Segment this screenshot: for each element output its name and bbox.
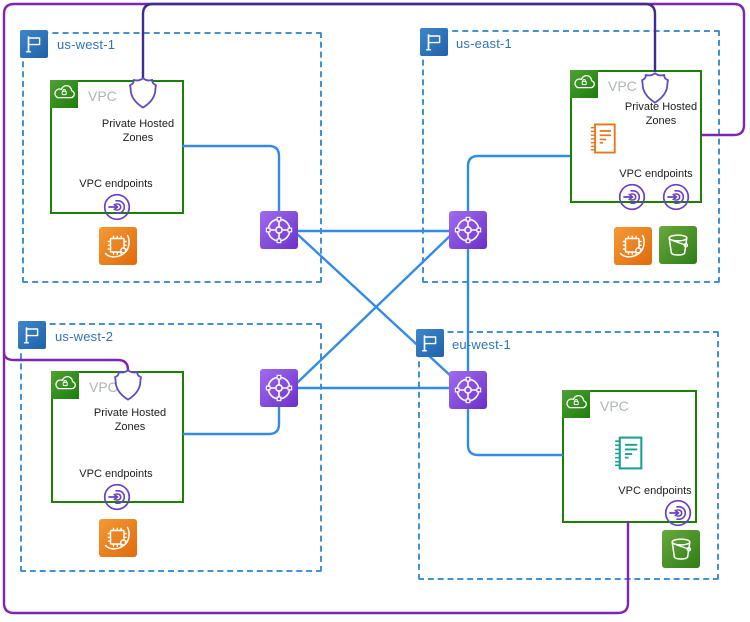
vpc-label: VPC [608, 78, 637, 94]
endpoint-arrow-icon [618, 183, 646, 211]
region-label-us-west-2: us-west-2 [55, 329, 114, 344]
notebook-icon [612, 434, 645, 472]
transit-gateway-icon [260, 211, 298, 249]
bucket-icon [659, 226, 697, 264]
private-hosted-zones-label: Private Hosted Zones [101, 118, 175, 144]
region-us-east-1 [422, 30, 720, 283]
vpc-label: VPC [600, 398, 629, 414]
vpc-label: VPC [88, 88, 117, 104]
region-us-west-1 [22, 32, 322, 283]
endpoint-arrow-icon [662, 183, 690, 211]
shield-icon [113, 368, 143, 402]
chip-icon [99, 227, 137, 265]
vpc-box-us-east-1: VPC [570, 70, 702, 203]
flag-icon [416, 329, 444, 357]
chip-icon [99, 519, 137, 557]
endpoint-arrow-icon [664, 499, 692, 527]
transit-gateway-mesh-lines [182, 144, 570, 457]
endpoint-arrow-icon [103, 483, 131, 511]
flag-icon [20, 30, 48, 58]
vpc-endpoints-label: VPC endpoints [619, 168, 693, 180]
vpc-box-us-west-2: VPC [51, 371, 184, 503]
region-label-eu-west-1: eu-west-1 [452, 337, 511, 352]
region-label-us-west-1: us-west-1 [57, 37, 116, 52]
transit-gateway-icon [260, 369, 298, 407]
bucket-icon [662, 530, 700, 568]
shield-icon [128, 76, 158, 110]
vpc-endpoints-label: VPC endpoints [618, 485, 692, 497]
flag-icon [18, 321, 46, 349]
phz-association-line-indigo [141, 2, 657, 79]
flag-icon [420, 28, 448, 56]
phz-association-line-purple [2, 2, 746, 615]
region-us-west-2 [20, 323, 322, 572]
private-hosted-zones-label: Private Hosted Zones [624, 101, 698, 127]
region-eu-west-1 [418, 331, 719, 580]
notebook-icon [588, 121, 618, 156]
vpc-endpoints-label: VPC endpoints [79, 178, 153, 190]
transit-gateway-icon [449, 371, 487, 409]
endpoint-arrow-icon [103, 193, 131, 221]
vpc-endpoints-label: VPC endpoints [79, 468, 153, 480]
region-label-us-east-1: us-east-1 [456, 36, 512, 51]
chip-icon [614, 227, 652, 265]
private-hosted-zones-label: Private Hosted Zones [93, 407, 167, 433]
vpc-label: VPC [89, 379, 118, 395]
vpc-box-us-west-1: VPC [50, 80, 184, 214]
transit-gateway-icon [449, 211, 487, 249]
